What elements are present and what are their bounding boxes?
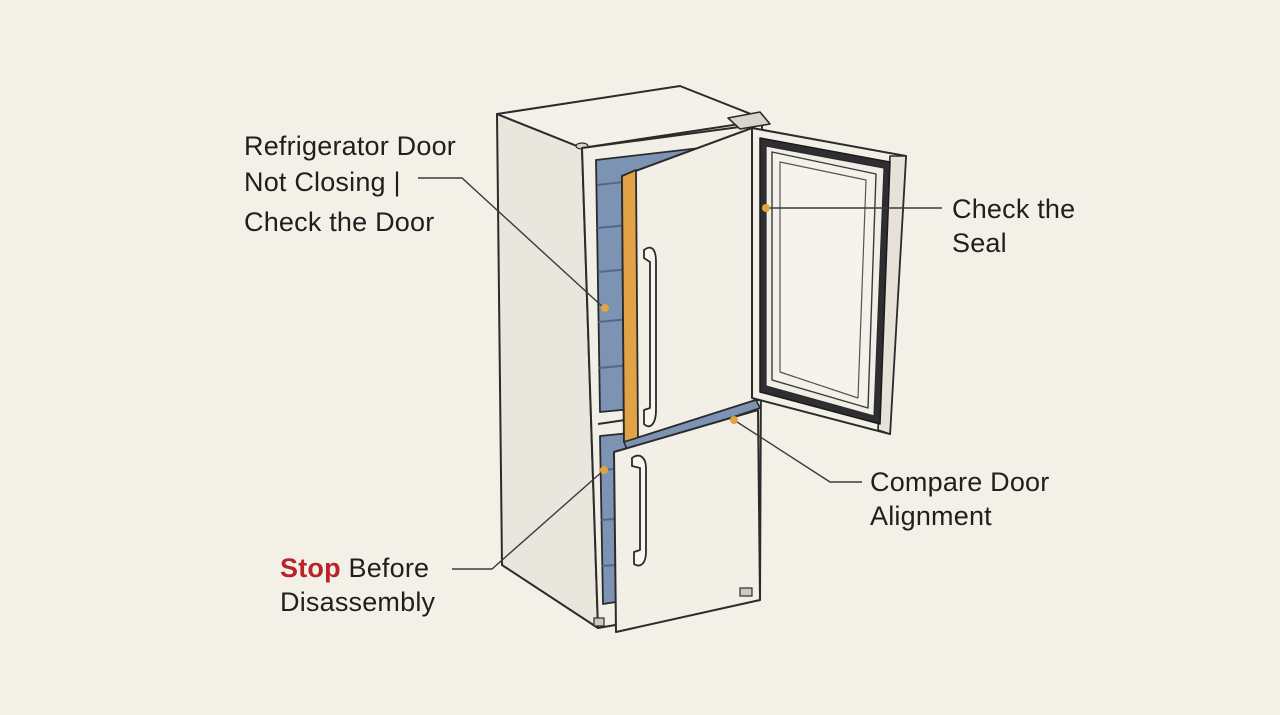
callout-check-seal-line2: Seal <box>952 228 1007 258</box>
callout-check-door: Refrigerator Door Not Closing | Check th… <box>244 128 456 240</box>
upper-door-orange-edge <box>621 169 639 443</box>
lower-door-handle <box>631 454 647 567</box>
callout-check-door-line2: Not Closing | <box>244 167 401 197</box>
dot-door-edge <box>601 304 609 312</box>
upper-door-front <box>621 127 757 443</box>
leader-stop <box>452 469 605 570</box>
callout-stop-line1: Stop Before <box>280 551 435 585</box>
leader-lines <box>418 177 942 570</box>
dot-stop <box>600 466 608 474</box>
dot-alignment <box>730 416 738 424</box>
callout-check-door-line3: Check the Door <box>244 207 435 237</box>
leader-check-door <box>418 177 605 309</box>
dot-seal <box>762 204 770 212</box>
callout-door-alignment-line1: Compare Door <box>870 467 1050 497</box>
callout-door-alignment-line2: Alignment <box>870 501 992 531</box>
front-foot-left <box>593 617 605 627</box>
callout-check-seal: Check the Seal <box>952 192 1075 260</box>
highlight-dots <box>600 204 770 474</box>
top-hinge <box>727 111 771 130</box>
front-foot-right <box>739 587 753 597</box>
door-liner-inner <box>779 161 867 399</box>
leader-door-alignment <box>733 419 862 483</box>
callout-stop-line1-rest: Before <box>340 553 430 583</box>
callout-check-seal-line1: Check the <box>952 194 1076 224</box>
stop-emphasis: Stop <box>280 553 341 583</box>
callout-door-alignment: Compare Door Alignment <box>870 465 1049 533</box>
upper-door-handle <box>643 246 657 428</box>
lower-door-front <box>613 409 761 633</box>
callout-stop-line2: Disassembly <box>280 587 436 617</box>
callout-stop: Stop Before Disassembly <box>280 551 435 619</box>
callout-check-door-line1: Refrigerator Door <box>244 131 456 161</box>
